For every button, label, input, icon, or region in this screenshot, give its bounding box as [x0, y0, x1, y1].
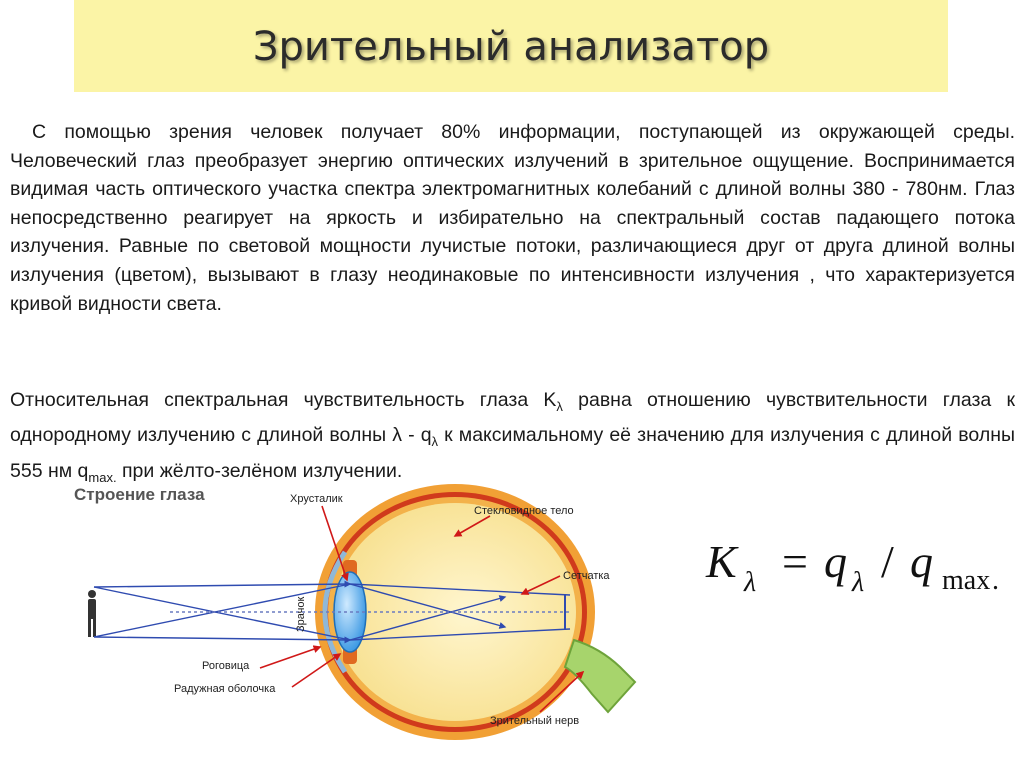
p2-sub-lambda-1: λ: [556, 398, 563, 414]
formula-max-subscript: max: [942, 565, 991, 596]
p2-part2: равна отношению чувствительности глаза к…: [10, 389, 1015, 447]
p2-part1: Относительная спектральная чувствительно…: [10, 389, 557, 411]
label-iris: Радужная оболочка: [174, 683, 276, 695]
label-lens: Хрусталик: [290, 493, 343, 505]
formula-period: .: [992, 565, 999, 596]
sensitivity-paragraph: Относительная спектральная чувствительно…: [10, 386, 1015, 492]
label-pointers: [259, 505, 585, 713]
label-vitreous: Стекловидное тело: [474, 505, 574, 517]
formula-k-subscript: λ: [744, 567, 757, 598]
p2-sub-max: max.: [88, 469, 117, 485]
formula-q-lambda: q: [824, 536, 847, 587]
p2-part4: при жёлто-зелёном излучении.: [116, 459, 403, 482]
label-cornea: Роговица: [202, 660, 250, 672]
p2-sub-lambda-2: λ: [431, 434, 439, 450]
formula-slash: /: [881, 536, 894, 587]
label-pupil: Зрачок: [295, 597, 307, 632]
optic-nerve: [563, 638, 637, 714]
intro-paragraph: С помощью зрения человек получает 80% ин…: [10, 121, 1015, 315]
label-optic-nerve: Зрительный нерв: [490, 715, 579, 727]
person-figure: [88, 590, 96, 637]
p2-part3: к максимальному её значению для излучени…: [10, 424, 1015, 482]
formula-k: K: [706, 536, 737, 587]
slide-title: Зрительный анализатор: [252, 24, 770, 70]
light-rays: [93, 580, 571, 644]
formula-q-subscript: λ: [852, 567, 865, 598]
formula-q-max: q: [910, 536, 933, 587]
sensitivity-formula: K λ = q λ / q max .: [706, 535, 1016, 610]
diagram-title: Строение глаза: [74, 485, 205, 504]
label-retina: Сетчатка: [563, 570, 610, 582]
eye-structure-diagram: Строение глаза: [74, 484, 637, 740]
title-bar: Зрительный анализатор: [74, 0, 948, 92]
formula-equals: =: [782, 536, 808, 587]
